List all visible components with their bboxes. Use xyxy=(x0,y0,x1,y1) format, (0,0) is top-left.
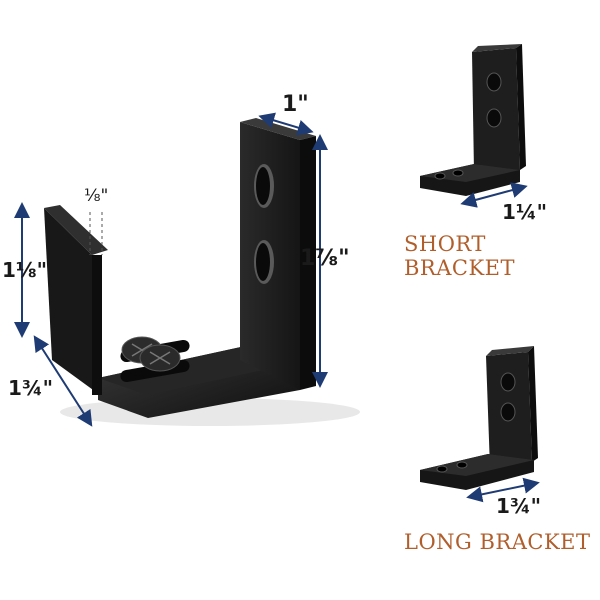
gap-label: ⅛" xyxy=(84,186,109,206)
long-width-label: 1¾" xyxy=(496,494,542,518)
short-width-label: 1¼" xyxy=(502,200,548,224)
gap-indicator xyxy=(89,212,103,255)
long-width-arrow xyxy=(466,477,540,503)
short-width-arrow xyxy=(460,182,528,208)
top-width-label: 1" xyxy=(282,92,309,117)
long-bracket xyxy=(420,346,538,490)
depth-label: 1¾" xyxy=(8,376,54,400)
screw-icon xyxy=(121,336,181,372)
right-height-label: 1⅞" xyxy=(300,246,350,271)
short-bracket-caption: SHORT BRACKET xyxy=(404,232,516,280)
left-height-label: 1⅛" xyxy=(2,258,48,282)
short-bracket xyxy=(420,44,526,196)
dimension-arrows xyxy=(14,112,328,427)
top-width-arrow xyxy=(258,112,314,136)
long-bracket-caption: LONG BRACKET xyxy=(404,530,591,554)
depth-arrow xyxy=(33,335,93,427)
main-bracket xyxy=(44,118,360,426)
